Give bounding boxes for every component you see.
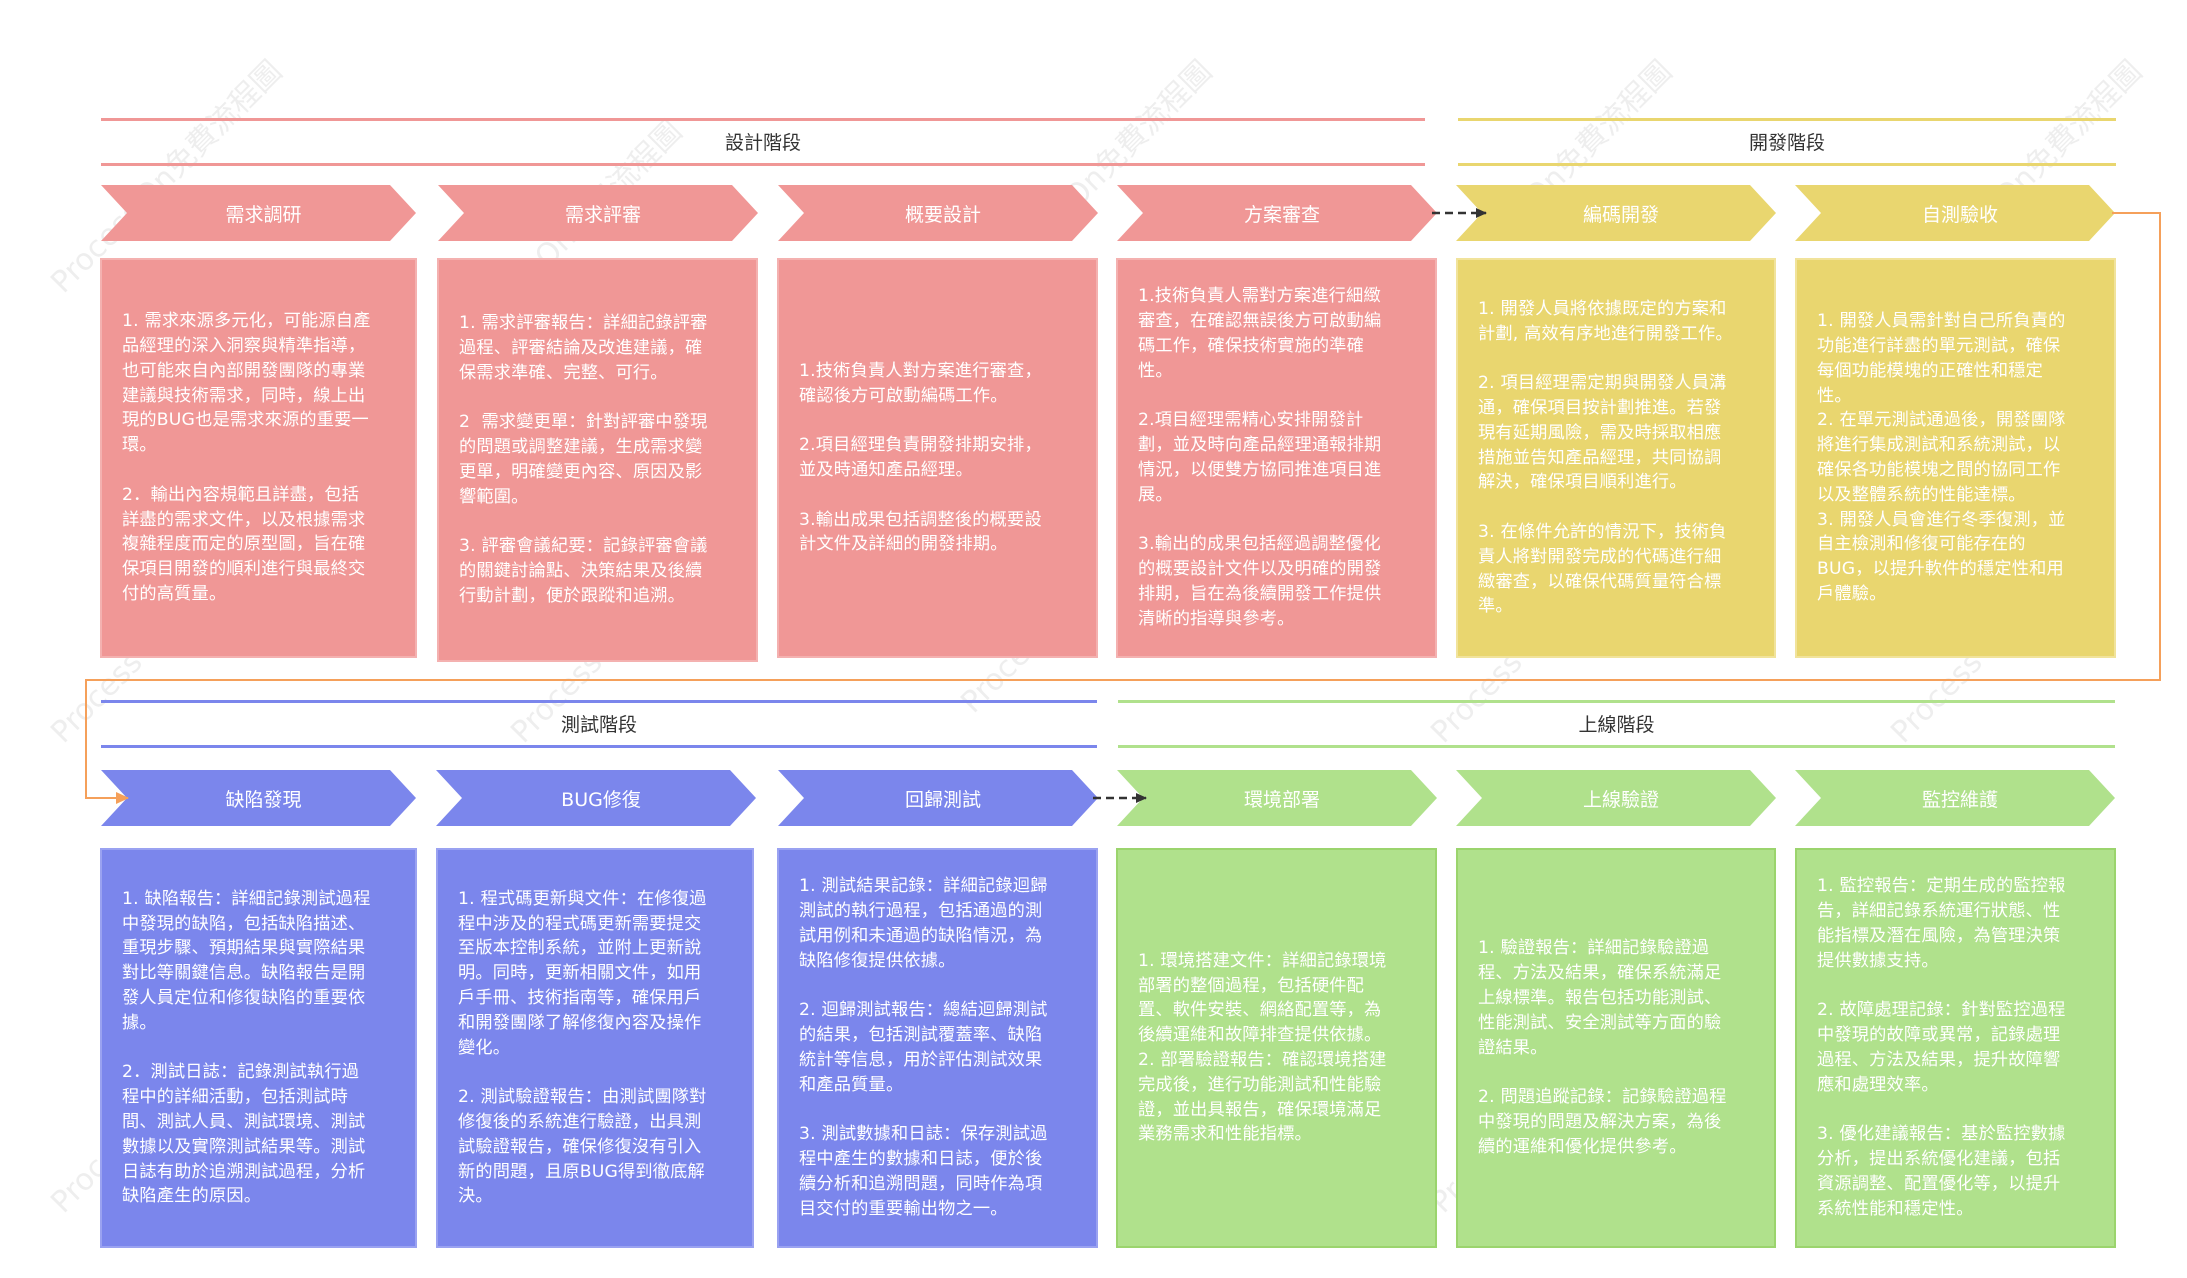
step-label: 需求評審 [564, 203, 641, 226]
design-phase-bottom-line [101, 163, 1425, 166]
step-chevron-plan-review[interactable]: 方案審查 [1117, 185, 1437, 241]
launch-phase-top-line [1118, 700, 2115, 703]
step-description: 1. 開發人員將依據既定的方案和 計劃, 高效有序地進行開發工作。 2. 項目經… [1478, 298, 1733, 617]
step-chevron-requirement-research[interactable]: 需求調研 [101, 185, 416, 241]
step-label: 缺陷發現 [225, 788, 302, 811]
step-description: 1. 測試結果記錄：詳細記錄迴歸 測試的執行過程，包括通過的測 試用例和未通過的… [799, 876, 1048, 1219]
step-label: 需求調研 [225, 203, 302, 226]
step-description: 1. 監控報告：定期生成的監控報 告，詳細記錄系統運行狀態、性 能指標及潛在風險… [1817, 876, 2066, 1219]
step-description: 1. 需求來源多元化，可能源自產 品經理的深入洞察與精準指導， 也可能來自內部開… [122, 311, 371, 604]
connector-develop-to-test [85, 212, 2161, 804]
step-label: 自測驗收 [1921, 203, 1998, 226]
step-label: 方案審查 [1243, 203, 1320, 226]
step-box-environment-deploy: 1. 環境搭建文件：詳細記錄環境 部署的整個過程，包括硬件配 置、軟件安裝、網絡… [1116, 848, 1437, 1248]
step-chevron-self-test[interactable]: 自測驗收 [1795, 185, 2115, 241]
step-chevron-bug-fix[interactable]: BUG修復 [436, 770, 756, 826]
test-phase-bottom-line [101, 745, 1097, 748]
design-phase-title: 設計階段 [724, 132, 801, 154]
step-box-regression-test: 1. 測試結果記錄：詳細記錄迴歸 測試的執行過程，包括通過的測 試用例和未通過的… [777, 848, 1098, 1248]
step-box-outline-design: 1.技術負責人對方案進行審查， 確認後方可啟動編碼工作。 2.項目經理負責開發排… [777, 258, 1098, 658]
step-box-requirement-research: 1. 需求來源多元化，可能源自產 品經理的深入洞察與精準指導， 也可能來自內部開… [100, 258, 417, 658]
step-description: 1. 環境搭建文件：詳細記錄環境 部署的整個過程，包括硬件配 置、軟件安裝、網絡… [1138, 950, 1387, 1145]
step-description: 1.技術負責人需對方案進行細緻 審查，在確認無誤後方可啟動編 碼工作，確保技術實… [1138, 286, 1382, 629]
step-label: 環境部署 [1243, 788, 1320, 811]
step-chevron-monitoring[interactable]: 監控維護 [1795, 770, 2115, 826]
step-box-self-test: 1. 開發人員需針對自己所負責的 功能進行詳盡的單元測試，確保 每個功能模塊的正… [1795, 258, 2116, 658]
develop-phase-title: 開發階段 [1748, 132, 1825, 154]
step-description: 1. 驗證報告：詳細記錄驗證過 程、方法及結果，確保系統滿足 上線標準。報告包括… [1478, 938, 1727, 1157]
develop-phase-top-line [1458, 118, 2116, 121]
step-box-monitoring: 1. 監控報告：定期生成的監控報 告，詳細記錄系統運行狀態、性 能指標及潛在風險… [1795, 848, 2116, 1248]
step-label: 概要設計 [904, 203, 981, 226]
step-label: 監控維護 [1921, 788, 1998, 811]
step-description: 1. 需求評審報告：詳細記錄評審 過程、評審結論及改進建議，確 保需求準確、完整… [459, 313, 708, 606]
step-box-plan-review: 1.技術負責人需對方案進行細緻 審查，在確認無誤後方可啟動編 碼工作，確保技術實… [1116, 258, 1437, 658]
design-phase-top-line [101, 118, 1425, 121]
step-description: 1. 程式碼更新與文件：在修復過 程中涉及的程式碼更新需要提交 至版本控制系統，… [458, 888, 707, 1207]
step-box-defect-discovery: 1. 缺陷報告：詳細記錄測試過程 中發現的缺陷，包括缺陷描述、 重現步驟、預期結… [100, 848, 417, 1248]
test-phase-title: 測試階段 [560, 714, 637, 736]
step-description: 1. 開發人員需針對自己所負責的 功能進行詳盡的單元測試，確保 每個功能模塊的正… [1817, 311, 2066, 604]
step-chevron-environment-deploy[interactable]: 環境部署 [1117, 770, 1437, 826]
step-box-launch-verification: 1. 驗證報告：詳細記錄驗證過 程、方法及結果，確保系統滿足 上線標準。報告包括… [1456, 848, 1776, 1248]
step-label: 上線驗證 [1582, 788, 1659, 811]
step-box-bug-fix: 1. 程式碼更新與文件：在修復過 程中涉及的程式碼更新需要提交 至版本控制系統，… [436, 848, 754, 1248]
step-label: BUG修復 [561, 788, 641, 811]
launch-phase-title: 上線階段 [1578, 714, 1655, 736]
step-chevron-regression-test[interactable]: 回歸測試 [778, 770, 1098, 826]
step-chevron-coding[interactable]: 編碼開發 [1456, 185, 1776, 241]
step-box-requirement-review: 1. 需求評審報告：詳細記錄評審 過程、評審結論及改進建議，確 保需求準確、完整… [437, 258, 758, 662]
develop-phase-bottom-line [1458, 163, 2116, 166]
step-chevron-launch-verification[interactable]: 上線驗證 [1456, 770, 1776, 826]
step-chevron-requirement-review[interactable]: 需求評審 [438, 185, 758, 241]
step-label: 回歸測試 [904, 788, 981, 811]
step-chevron-outline-design[interactable]: 概要設計 [778, 185, 1098, 241]
step-label: 編碼開發 [1582, 203, 1659, 226]
launch-phase-bottom-line [1118, 745, 2115, 748]
step-chevron-defect-discovery[interactable]: 缺陷發現 [101, 770, 416, 826]
test-phase-top-line [101, 700, 1097, 703]
step-description: 1. 缺陷報告：詳細記錄測試過程 中發現的缺陷，包括缺陷描述、 重現步驟、預期結… [122, 888, 371, 1207]
step-description: 1.技術負責人對方案進行審查， 確認後方可啟動編碼工作。 2.項目經理負責開發排… [799, 360, 1042, 555]
step-box-coding: 1. 開發人員將依據既定的方案和 計劃, 高效有序地進行開發工作。 2. 項目經… [1456, 258, 1776, 658]
